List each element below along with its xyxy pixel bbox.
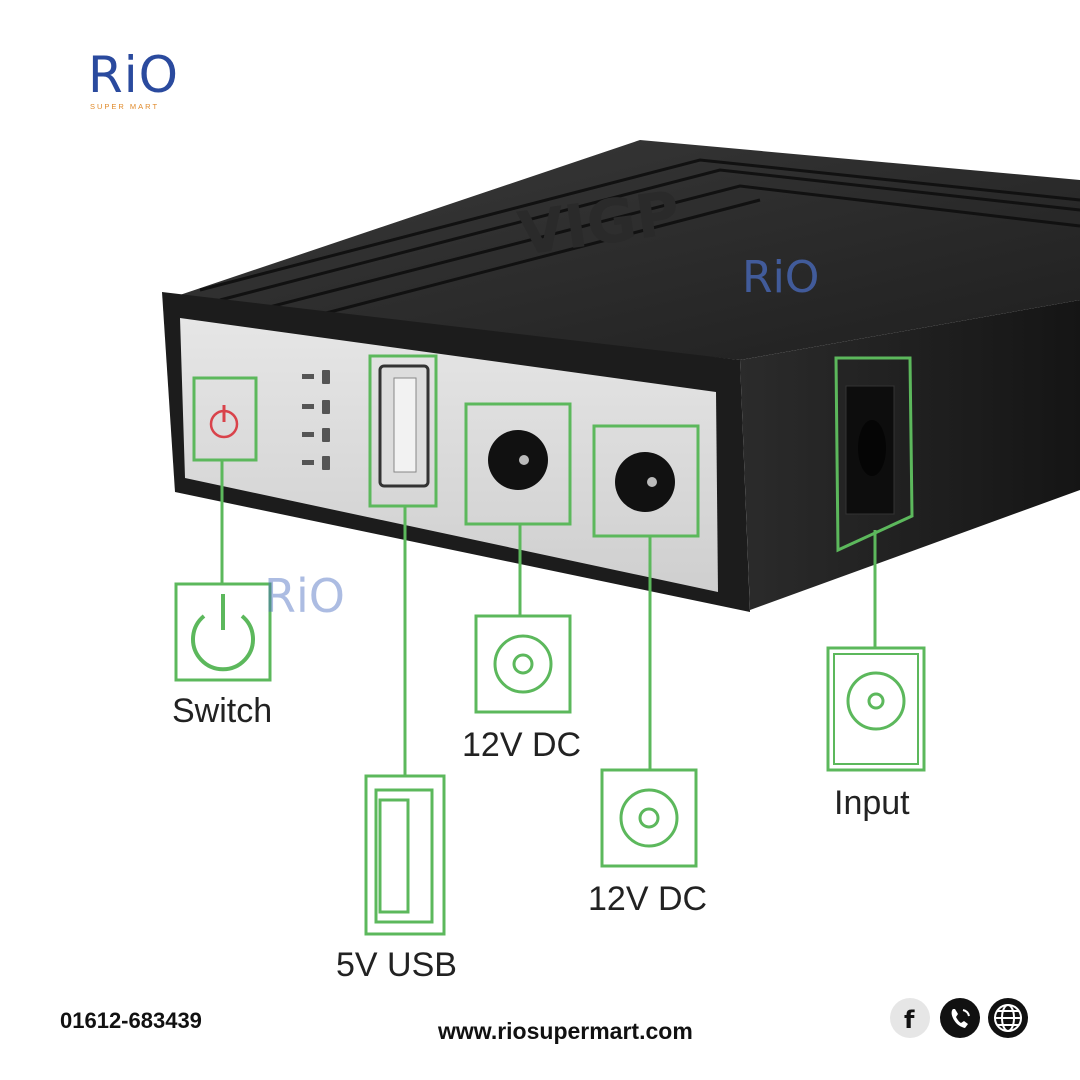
watermark-2: RiO bbox=[264, 569, 345, 623]
brand-logo: RiO SUPER MART bbox=[88, 48, 200, 112]
device-top bbox=[165, 140, 1080, 360]
dc1-label: 12V DC bbox=[462, 726, 582, 764]
svg-text:f: f bbox=[904, 1006, 915, 1034]
watermark-1: RiO bbox=[742, 252, 819, 303]
input-box bbox=[826, 646, 926, 772]
switch-box bbox=[174, 582, 272, 682]
usb-icon bbox=[374, 788, 434, 924]
facebook-icon[interactable]: f bbox=[890, 998, 930, 1038]
usb-box bbox=[364, 774, 446, 936]
dc1-frame bbox=[464, 402, 572, 526]
switch-frame bbox=[192, 376, 258, 462]
power-button bbox=[209, 405, 239, 439]
dc1-box bbox=[474, 614, 572, 714]
dc2-box bbox=[600, 768, 698, 868]
dc-jack-1 bbox=[488, 430, 548, 490]
logo-subtext: SUPER MART bbox=[90, 102, 160, 111]
usb-label: 5V USB bbox=[336, 946, 457, 984]
power-switch-icon bbox=[191, 594, 255, 672]
usb-frame bbox=[368, 354, 438, 508]
logo-text: RiO bbox=[88, 46, 179, 104]
switch-label: Switch bbox=[172, 692, 273, 730]
dc-jack-2 bbox=[615, 452, 675, 512]
input-jack bbox=[845, 385, 895, 515]
input-label: Input bbox=[834, 784, 910, 822]
dc-jack-icon-1 bbox=[493, 634, 553, 694]
battery-leds bbox=[302, 370, 330, 470]
input-jack-icon bbox=[846, 671, 906, 731]
phone-number: 01612-683439 bbox=[60, 1008, 202, 1033]
website-link[interactable]: www.riosupermart.com bbox=[438, 1018, 693, 1044]
input-frame bbox=[834, 356, 914, 553]
globe-icon[interactable] bbox=[988, 998, 1028, 1038]
front-panel bbox=[180, 318, 718, 592]
device-ridges bbox=[199, 158, 1080, 327]
input-box-inner bbox=[833, 653, 919, 765]
dc-jack-icon-2 bbox=[619, 788, 679, 848]
phone-icon[interactable] bbox=[940, 998, 980, 1038]
dc2-label: 12V DC bbox=[588, 880, 708, 918]
dc2-frame bbox=[592, 424, 700, 538]
usb-port bbox=[378, 364, 430, 488]
